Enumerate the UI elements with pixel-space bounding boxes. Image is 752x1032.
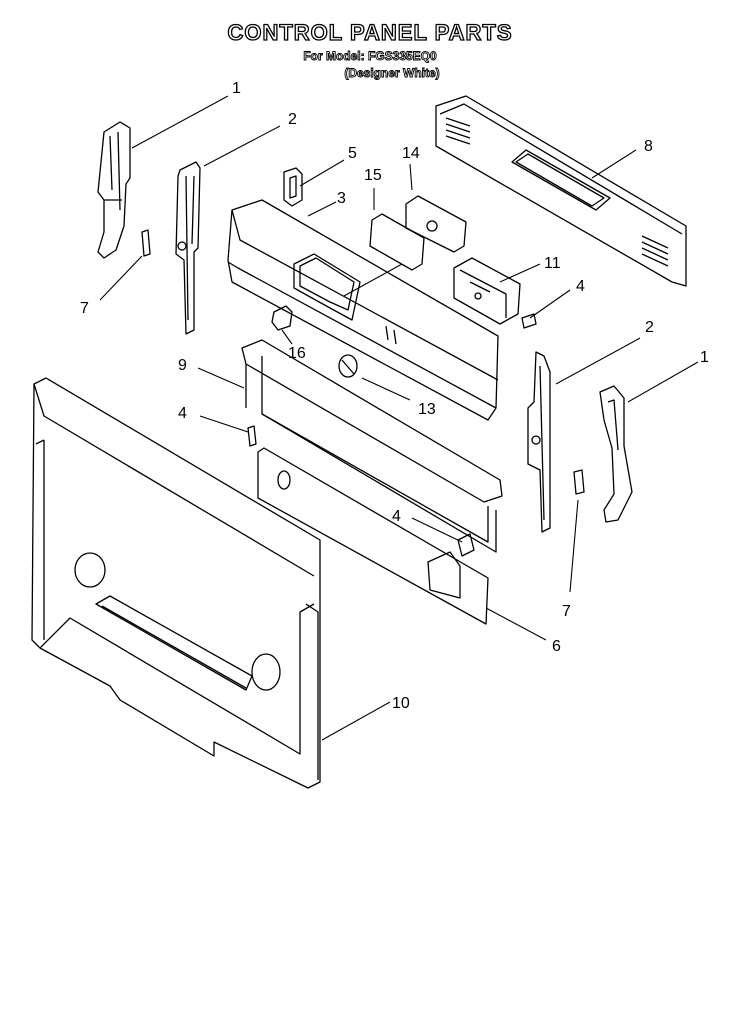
right-clip-part: [573, 469, 585, 495]
right-end-cap-part: [599, 385, 633, 523]
callout-numbers: 1 2 5 14 8 3 15 7 11 4 16 2 1 9 13 4 4 7…: [80, 80, 709, 712]
callout-2-right: 2: [645, 319, 654, 336]
small-bracket-part: [283, 167, 303, 207]
model-line: For Model: FGS335EQ0: [303, 49, 437, 64]
callout-10: 10: [392, 695, 410, 712]
left-end-cap-part: [97, 121, 131, 259]
callout-4-mid: 4: [392, 508, 401, 525]
lower-panel-part: [257, 447, 489, 625]
color-line: (Designer White): [344, 66, 440, 81]
right-side-bracket-part: [527, 351, 551, 533]
left-side-bracket-part: [175, 161, 201, 335]
callout-7-right: 7: [562, 603, 571, 620]
back-panel-part: [31, 377, 321, 789]
callout-14: 14: [402, 145, 420, 162]
callout-8: 8: [644, 138, 653, 155]
screw-part: [521, 313, 537, 329]
callout-16: 16: [288, 345, 306, 362]
left-clip-part: [141, 229, 151, 257]
callout-4-left: 4: [178, 405, 187, 422]
lower-channel-part: [241, 339, 503, 553]
overlay-part: [369, 213, 425, 271]
callout-1-left: 1: [232, 80, 241, 97]
callout-2-left: 2: [288, 111, 297, 128]
small-knob-part: [271, 305, 293, 331]
callout-6: 6: [552, 638, 561, 655]
callout-4-right: 4: [576, 278, 585, 295]
screw-part-mid: [457, 533, 475, 557]
leader-lines: [99, 95, 699, 741]
callout-7-left: 7: [80, 300, 89, 317]
callout-15: 15: [364, 167, 382, 184]
callout-11: 11: [544, 255, 561, 272]
rear-panel-part: [435, 95, 687, 287]
screw-part-left: [247, 425, 257, 447]
callout-13: 13: [418, 401, 436, 418]
circuit-board-part: [405, 195, 467, 253]
clock-module-part: [453, 257, 521, 325]
callout-1-right: 1: [700, 349, 709, 366]
callout-9: 9: [178, 357, 187, 374]
knob-part: [338, 354, 358, 378]
callout-5: 5: [348, 145, 357, 162]
callout-3: 3: [337, 190, 346, 207]
control-panel-part: [227, 199, 499, 421]
page-title: CONTROL PANEL PARTS: [227, 19, 513, 45]
